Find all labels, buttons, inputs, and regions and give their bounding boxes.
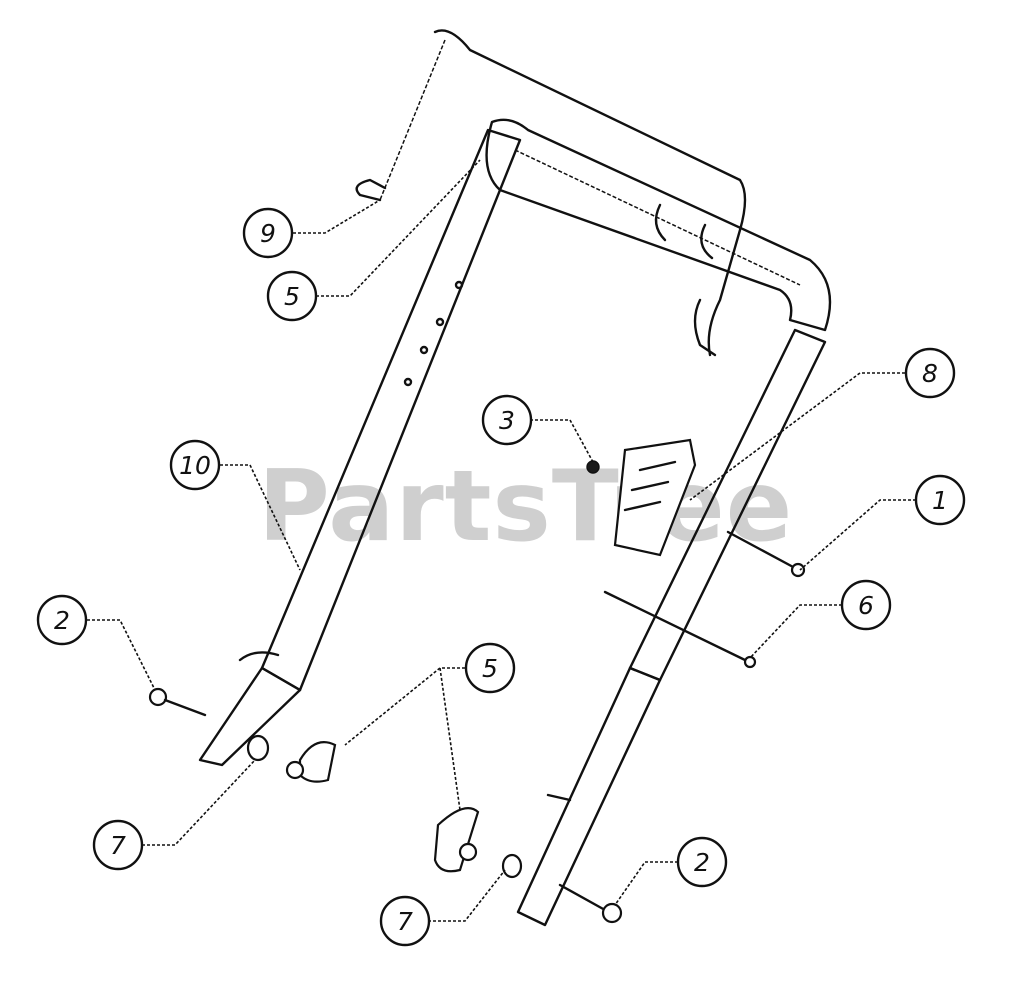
bolt-right: [558, 883, 623, 924]
svg-text:9: 9: [260, 219, 276, 248]
cable-bracket: [613, 438, 697, 557]
callout-2a: 2: [36, 594, 88, 646]
callout-9: 9: [242, 207, 294, 259]
svg-text:7: 7: [110, 831, 126, 860]
svg-text:8: 8: [922, 359, 938, 388]
upper-handle-frame: [198, 118, 832, 927]
callout-7b: 7: [379, 895, 431, 947]
svg-text:7: 7: [397, 907, 413, 936]
callout-4: 5: [266, 270, 318, 322]
cupped-washer-left: [246, 734, 270, 762]
callout-3: 3: [481, 394, 533, 446]
bolt-left: [148, 687, 207, 717]
watermark: PartsTree: [258, 450, 793, 564]
leader-lines: [62, 159, 916, 922]
svg-text:2: 2: [54, 606, 70, 635]
callout-7a: 7: [92, 819, 144, 871]
svg-text:1: 1: [932, 486, 948, 515]
carriage-bolt-upper: [726, 530, 806, 578]
callout-5: 5: [464, 642, 516, 694]
control-bail: [355, 29, 747, 357]
svg-text:2: 2: [694, 848, 710, 877]
callout-6: 6: [840, 579, 892, 631]
callout-2b: 2: [676, 836, 728, 888]
svg-text:6: 6: [858, 591, 874, 620]
svg-text:10: 10: [179, 451, 211, 480]
cupped-washer-right: [501, 853, 523, 879]
callout-10: 10: [169, 439, 221, 491]
callout-1: 1: [914, 474, 966, 526]
handle-knob-right: [433, 807, 480, 873]
callout-8: 8: [904, 347, 956, 399]
svg-text:3: 3: [499, 406, 515, 435]
handle-knob-left: [285, 741, 337, 783]
hex-nut: [586, 460, 600, 474]
svg-text:5: 5: [284, 282, 300, 311]
long-bolt: [603, 590, 757, 669]
svg-text:5: 5: [482, 654, 498, 683]
